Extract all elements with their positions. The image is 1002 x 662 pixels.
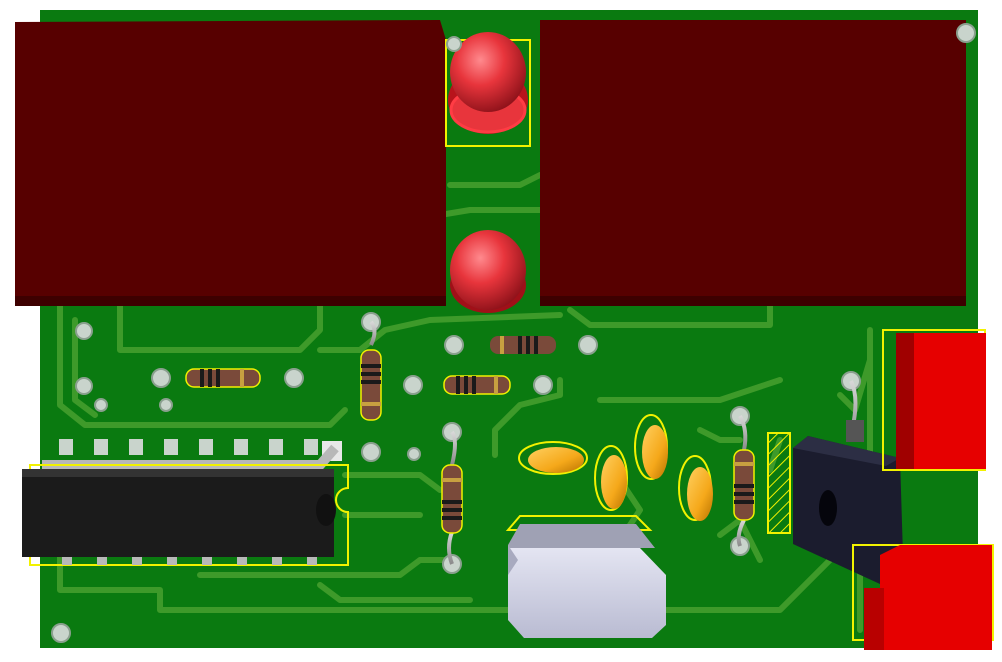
relay-left — [15, 20, 446, 306]
capacitor-3 — [634, 414, 668, 480]
ic-pins-bottom — [62, 557, 317, 565]
terminal-block-bottom — [852, 544, 994, 650]
resistor-2 — [360, 320, 382, 452]
resistor-4 — [413, 375, 543, 395]
led-top — [448, 32, 528, 134]
ic-dip — [22, 469, 336, 557]
resistor-1 — [161, 368, 294, 388]
capacitor-1 — [518, 441, 588, 475]
resistor-5 — [441, 430, 463, 565]
resistor-3 — [454, 336, 588, 354]
ic-silkscreen — [29, 464, 349, 566]
resistor-6 — [733, 415, 755, 547]
capacitor-4 — [678, 455, 713, 521]
voltage-regulator — [793, 380, 904, 590]
terminal-block-top — [882, 329, 986, 471]
crystal-can — [505, 515, 666, 638]
regulator-silkscreen — [767, 432, 791, 534]
capacitor-2 — [594, 445, 628, 511]
copper-traces — [57, 172, 873, 633]
led-bottom — [450, 230, 526, 313]
relay-right — [540, 20, 966, 306]
